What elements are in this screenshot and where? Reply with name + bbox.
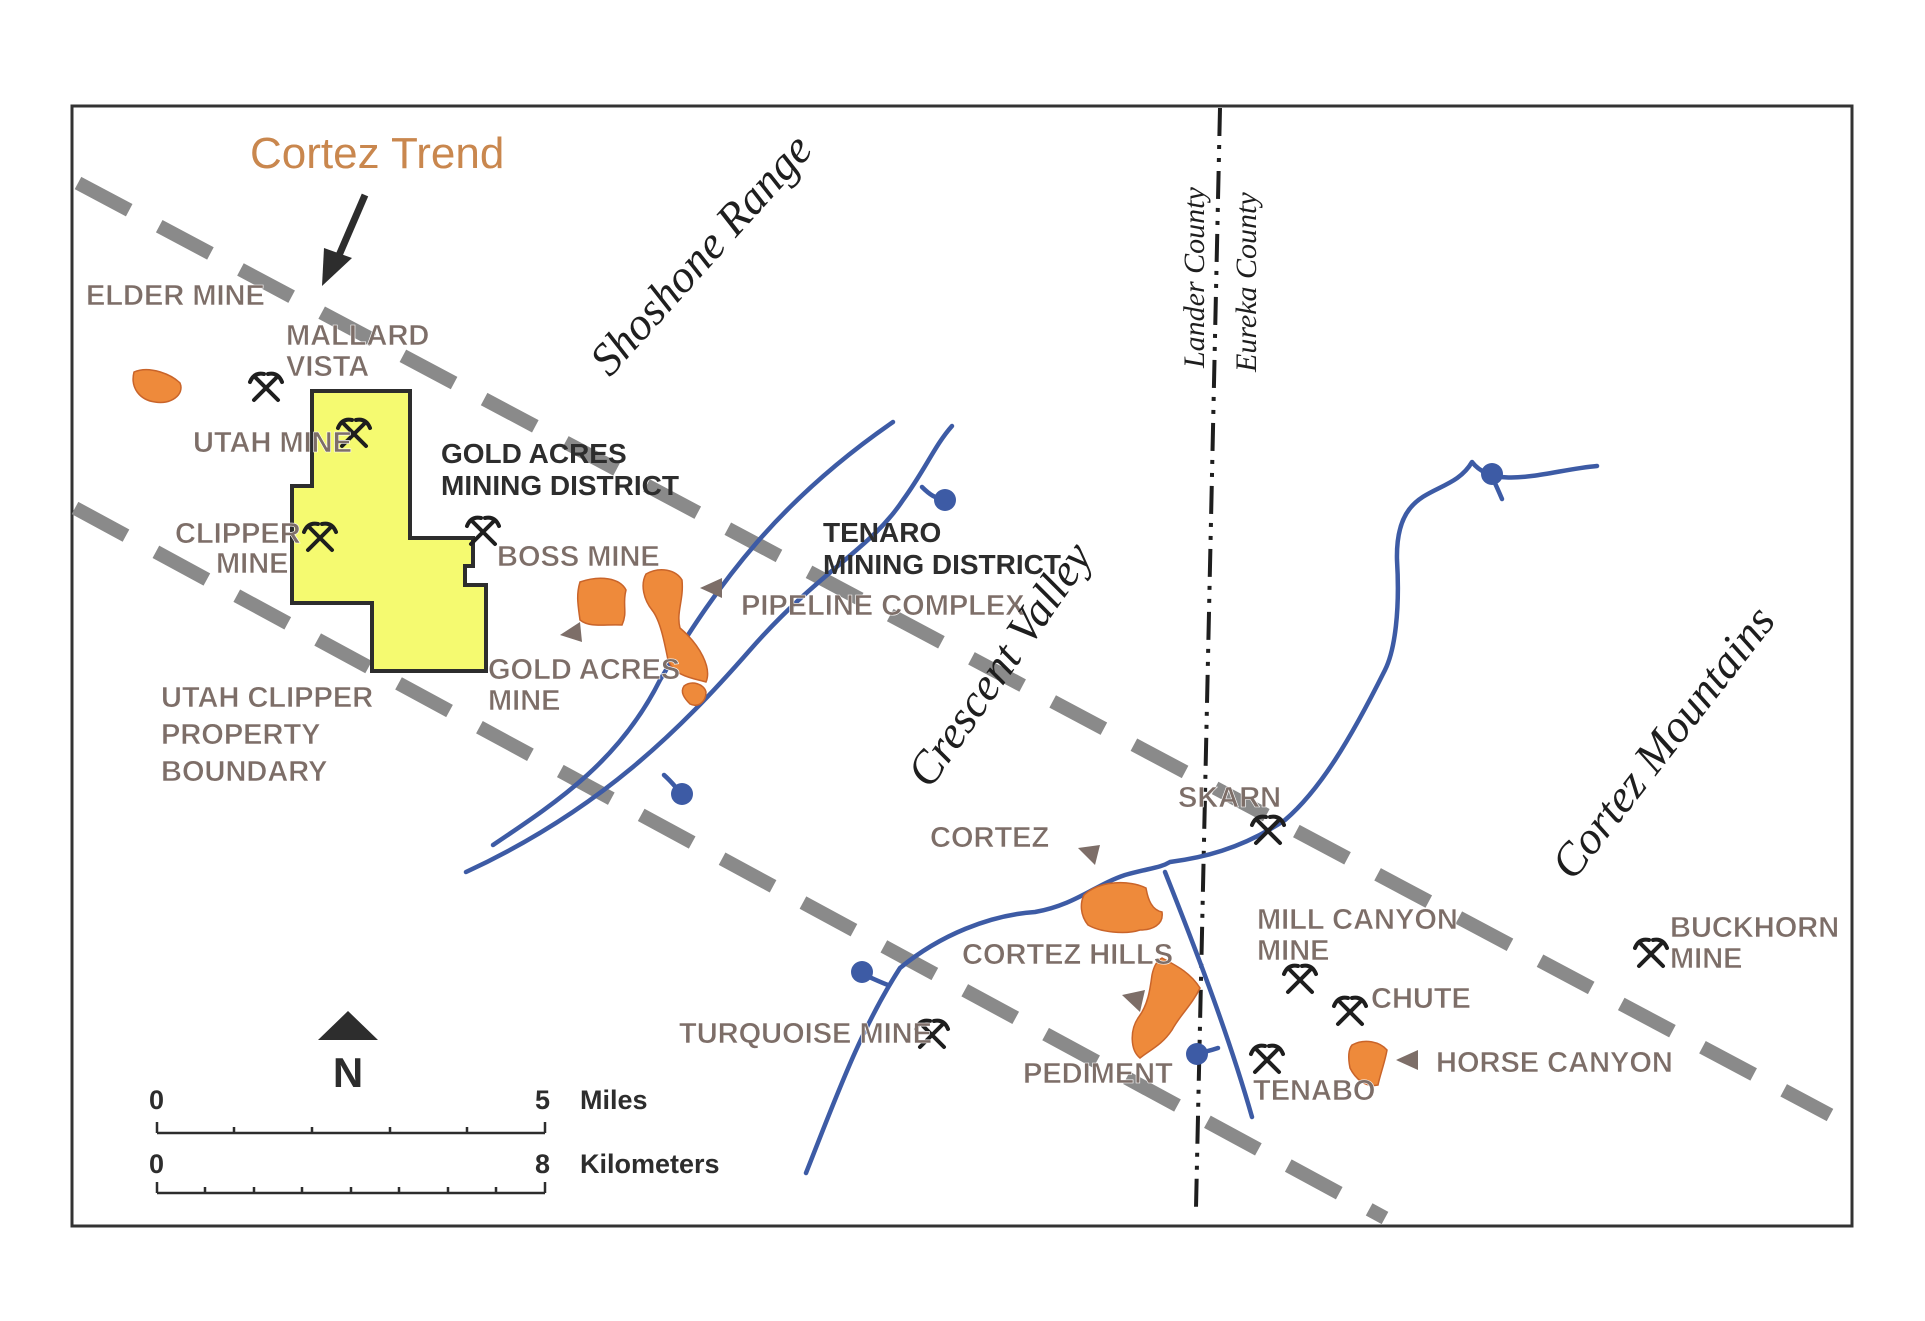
scale-km-start: 0 — [149, 1149, 164, 1179]
scale-miles-bar — [155, 1122, 547, 1135]
label-clipper-mine: CLIPPER MINE — [175, 518, 309, 580]
buckhorn-mine-icon — [1633, 937, 1669, 968]
deposits — [132, 368, 1388, 1087]
fault-dot-2 — [671, 783, 693, 805]
horse-canyon-pointer-icon — [1396, 1050, 1418, 1070]
cortez-trend-line-north — [74, 176, 1834, 1122]
faults — [463, 419, 1600, 1176]
label-pediment: PEDIMENT — [1023, 1058, 1173, 1090]
label-cortez: CORTEZ — [930, 822, 1049, 854]
label-mill-canyon-mine: MILL CANYON MINE — [1257, 904, 1466, 967]
deposit-cortez — [1080, 881, 1163, 934]
fault-dot-4 — [1186, 1043, 1208, 1065]
fault-dot-3 — [851, 961, 873, 983]
cortez-trend-line-south — [71, 501, 1389, 1225]
mallard-vista-mine-icon — [248, 371, 284, 402]
deposit-boss — [576, 577, 627, 626]
fault-4 — [1162, 869, 1255, 1120]
cortez-pointer-icon — [1078, 845, 1100, 865]
label-horse-canyon: HORSE CANYON — [1436, 1047, 1673, 1079]
skarn-mine-icon — [1250, 814, 1286, 845]
scale-miles-unit: Miles — [580, 1085, 648, 1115]
label-gold-acres-mine: GOLD ACRES MINE — [488, 654, 688, 717]
fault-1 — [490, 419, 896, 848]
gold-acres-mine-icon — [465, 515, 501, 546]
utah-mine-icon — [336, 417, 372, 448]
label-utah-clipper-boundary: UTAH CLIPPER PROPERTY BOUNDARY — [161, 682, 381, 788]
scale-km-bar — [155, 1182, 547, 1195]
label-tenabo: TENABO — [1253, 1075, 1375, 1107]
scale-km-unit: Kilometers — [580, 1149, 720, 1179]
tenabo-mine-icon — [1249, 1043, 1285, 1074]
scale-bar: 0 5 Miles 0 8 Kilometers — [149, 1085, 720, 1195]
label-lander-county: Lander County — [1178, 186, 1211, 369]
utah-clipper-property-boundary — [290, 389, 488, 673]
label-mallard-vista: MALLARD VISTA — [286, 320, 437, 383]
mill-canyon-mine-icon — [1282, 963, 1318, 994]
fault-3 — [803, 459, 1600, 1176]
label-turquoise-mine: TURQUOISE MINE — [679, 1018, 932, 1050]
fault-dot-1 — [934, 489, 956, 511]
fault-2 — [463, 423, 955, 875]
deposit-elder — [132, 368, 182, 404]
label-pipeline-complex: PIPELINE COMPLEX — [741, 590, 1025, 622]
label-tenaro-district: TENARO MINING DISTRICT — [823, 517, 1061, 580]
turquoise-mine-icon — [914, 1018, 950, 1049]
label-skarn: SKARN — [1178, 782, 1281, 814]
label-cortez-hills: CORTEZ HILLS — [962, 939, 1173, 971]
label-utah-mine: UTAH MINE — [193, 427, 352, 459]
trend-arrow-icon — [322, 193, 369, 286]
deposit-horse-canyon — [1347, 1040, 1388, 1087]
label-gold-acres-district: GOLD ACRES MINING DISTRICT — [441, 438, 679, 501]
deposit-cortez-hills — [1131, 957, 1201, 1059]
pipeline-pointer-icon — [700, 578, 722, 598]
label-buckhorn-mine: BUCKHORN MINE — [1670, 912, 1847, 975]
label-elder-mine: ELDER MINE — [86, 280, 265, 312]
label-eureka-county: Eureka County — [1230, 192, 1263, 373]
north-arrow-label: N — [333, 1049, 363, 1096]
north-arrow-icon: N — [318, 1011, 378, 1096]
pointers — [560, 578, 1418, 1070]
scale-miles-start: 0 — [149, 1085, 164, 1115]
scale-km-end: 8 — [535, 1149, 550, 1179]
map-title: Cortez Trend — [250, 129, 504, 178]
chute-mine-icon — [1332, 995, 1368, 1026]
fault-dot-5 — [1481, 463, 1503, 485]
cortez-hills-pointer-icon — [1122, 990, 1145, 1012]
clipper-mine-icon — [302, 521, 338, 552]
scale-miles-end: 5 — [535, 1085, 550, 1115]
mine-icons — [248, 371, 1669, 1074]
deposit-pipeline — [642, 568, 709, 683]
label-boss-mine: BOSS MINE — [497, 541, 660, 573]
label-chute: CHUTE — [1371, 983, 1471, 1015]
deposit-gold-acres — [681, 682, 707, 706]
gold-acres-pointer-icon — [560, 622, 582, 642]
